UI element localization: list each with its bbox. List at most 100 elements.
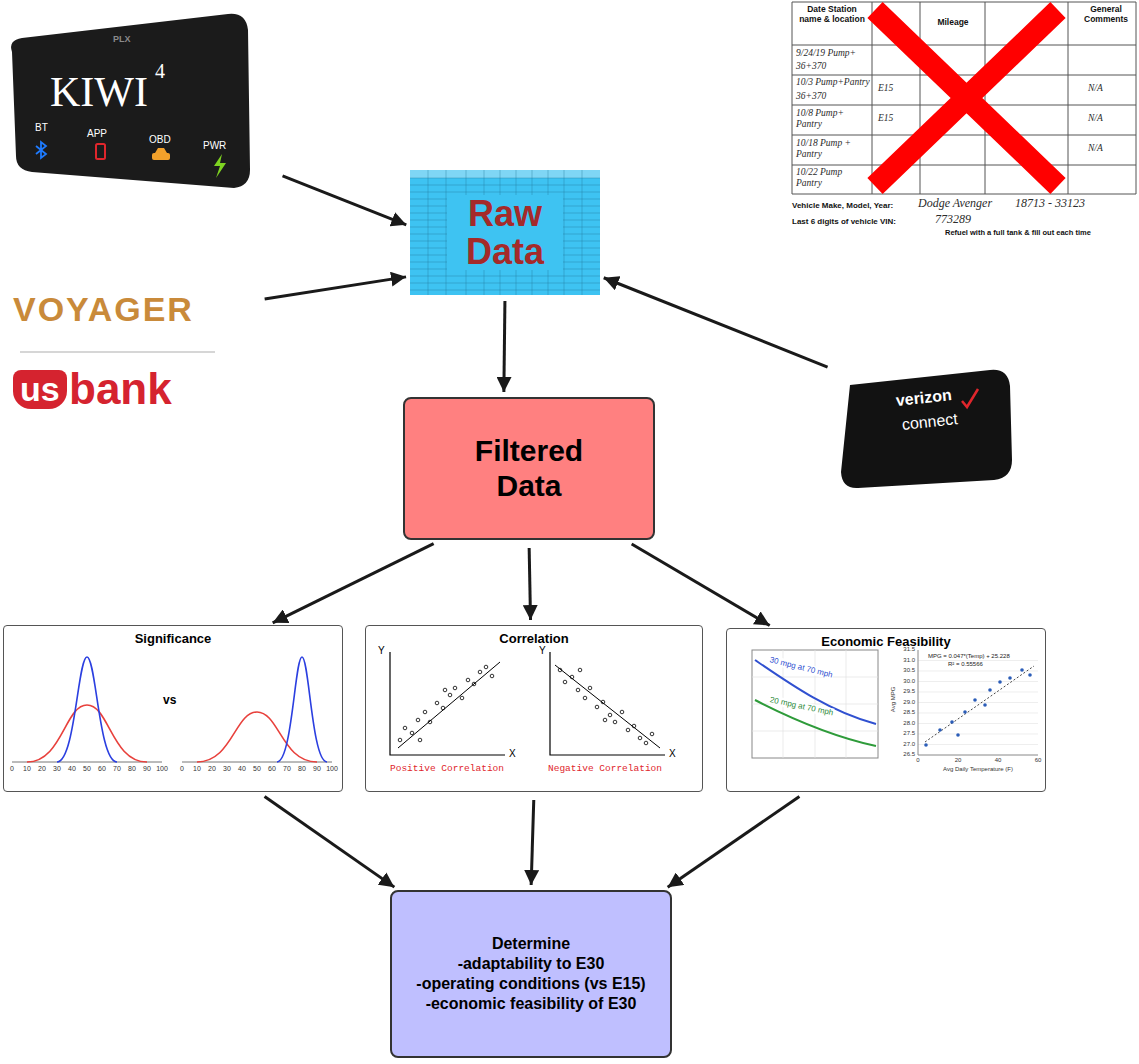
table-cell: 10/18 Pump + Pantry — [796, 138, 856, 160]
fuel-curve-chart — [752, 650, 878, 758]
scatter-plot — [453, 686, 457, 690]
flow-arrow — [265, 797, 395, 888]
form-entry: Dodge Avenger — [918, 197, 992, 211]
flow-arrow — [632, 544, 770, 625]
obd-device-body — [11, 14, 250, 188]
flow-arrow — [531, 800, 534, 885]
scatter-plot — [460, 696, 464, 700]
fuel-log-table — [792, 2, 1136, 194]
scatter-plot — [443, 688, 447, 692]
fuel-curve-chart — [752, 650, 878, 758]
tick-label: 90 — [307, 765, 327, 773]
tick-label: 100 — [322, 765, 342, 773]
result-text: -adaptability to E30 — [458, 954, 605, 974]
scatter-plot — [403, 726, 407, 730]
form-label: Last 6 digits of vehicle VIN: — [792, 217, 896, 226]
result-text: -operating conditions (vs E15) — [416, 974, 645, 994]
temperature-regression-chart — [998, 680, 1002, 684]
tick-label: 29.5 — [893, 688, 915, 695]
table-cell: E15 — [878, 83, 893, 94]
temperature-regression-chart — [1020, 668, 1024, 672]
scatter-plot — [441, 706, 445, 710]
scatter-plot — [423, 710, 427, 714]
scatter-plot — [558, 668, 562, 672]
spreadsheet-image — [410, 170, 600, 178]
scatter-plot — [416, 718, 420, 722]
indicator-label: APP — [87, 128, 107, 140]
tick-label: 0 — [2, 765, 22, 773]
flow-arrow — [604, 278, 828, 367]
panel-title: Economic Feasibility — [821, 635, 950, 650]
scatter-plot — [588, 686, 592, 690]
table-cell: N/A — [1088, 83, 1103, 94]
tick-label: 30 — [47, 765, 67, 773]
scatter-plot — [390, 652, 665, 755]
table-cell: N/A — [1088, 143, 1103, 154]
connector-group — [265, 176, 828, 887]
tick-label: 80 — [292, 765, 312, 773]
telematics-device-body — [841, 370, 1012, 488]
scatter-plot — [620, 710, 624, 714]
tick-label: 20 — [32, 765, 52, 773]
panel-title: Correlation — [499, 632, 568, 647]
obd-device: PLXKIWI4BTAPPOBDPWR — [5, 10, 250, 190]
flow-arrow — [529, 548, 530, 620]
scatter-plot — [578, 668, 582, 672]
tick-label: 30 — [217, 765, 237, 773]
panel-title: Significance — [135, 632, 212, 647]
spreadsheet-image — [410, 170, 600, 295]
axis-title: Avg MPG — [890, 679, 897, 719]
scatter-plot — [398, 665, 654, 745]
table-cell: 36+370 — [796, 91, 826, 102]
temperature-regression-chart — [956, 733, 960, 737]
tick-label: 100 — [152, 765, 172, 773]
tick-label: 40 — [232, 765, 252, 773]
scatter-plot — [448, 693, 452, 697]
distribution-chart — [277, 657, 327, 762]
fuel-curve-chart — [755, 700, 876, 746]
temperature-regression-chart — [1008, 676, 1012, 680]
scatter-plot — [644, 741, 648, 745]
tick-label: 20 — [202, 765, 222, 773]
table-cell: N/A — [1088, 113, 1103, 124]
card-logo-divider — [20, 351, 215, 353]
scatter-plot — [583, 696, 587, 700]
tick-label: 30.0 — [893, 678, 915, 685]
table-cell: 36+370 — [796, 61, 826, 72]
distribution-chart — [197, 712, 317, 762]
table-cell: 10/22 Pump Pantry — [796, 167, 856, 189]
flow-arrow — [504, 301, 505, 392]
chart-caption: Negative Correlation — [548, 764, 662, 775]
scatter-plot — [608, 713, 612, 717]
tick-label: 40 — [988, 757, 1008, 764]
scatter-plot — [418, 738, 422, 742]
temperature-regression-chart — [963, 710, 967, 714]
form-instruction: Refuel with a full tank & fill out each … — [945, 229, 1091, 238]
tick-label: 70 — [107, 765, 127, 773]
card-logos: VOYAGERusbank — [5, 288, 235, 418]
table-header: Date Station name & location — [795, 5, 869, 25]
table-cell: 9/24/19 Pump+ — [796, 48, 856, 59]
table-cell: 10/8 Pump+ Pantry — [796, 108, 856, 130]
regression-equation: R² = 0.55566 — [948, 661, 983, 668]
obd-device-body — [11, 14, 250, 188]
flow-arrow — [668, 797, 800, 888]
data-box: Raw Data — [410, 170, 600, 295]
scatter-plot — [650, 732, 654, 736]
flow-arrow — [265, 277, 406, 299]
chart-caption: Positive Correlation — [390, 764, 504, 775]
tick-label: 60 — [262, 765, 282, 773]
spreadsheet-image — [410, 170, 600, 295]
scatter-plot — [626, 728, 630, 732]
temperature-regression-chart — [988, 688, 992, 692]
scatter-plot — [603, 718, 607, 722]
distribution-chart — [12, 657, 332, 762]
brand-mark: PLX — [113, 34, 131, 44]
temperature-regression-chart — [983, 703, 987, 707]
temperature-regression-chart — [918, 650, 1038, 755]
status-icons — [155, 148, 167, 153]
spreadsheet-image — [410, 170, 600, 295]
